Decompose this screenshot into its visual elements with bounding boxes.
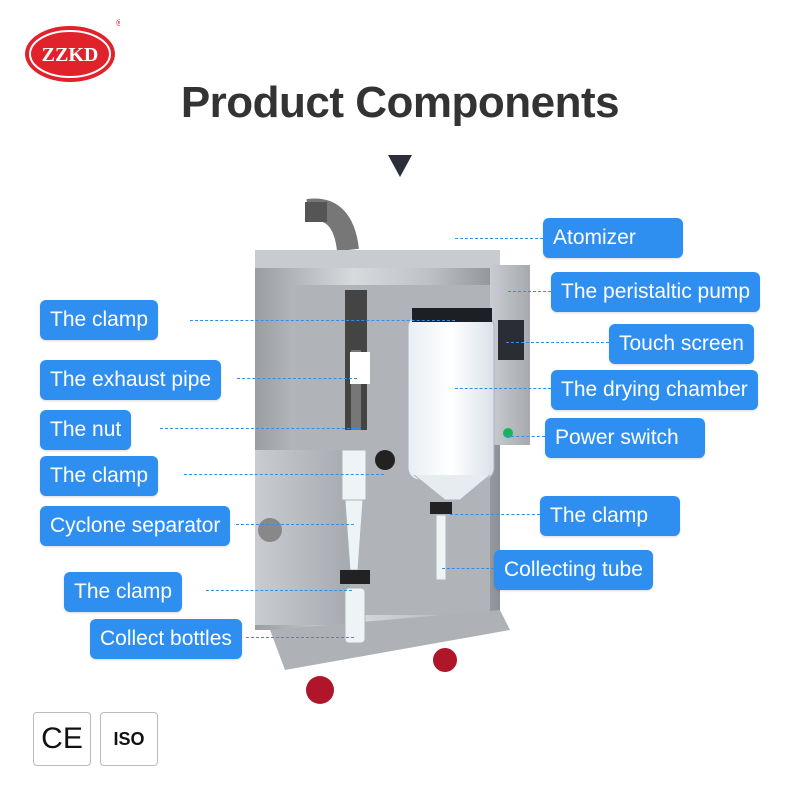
zzkd-logo: ZZKD ®: [25, 18, 120, 82]
label-nut: The nut: [40, 410, 132, 450]
label-atomizer: Atomizer: [543, 218, 683, 258]
leader-line: [190, 320, 455, 321]
label-power-switch: Power switch: [545, 418, 705, 458]
label-exhaust-pipe: The exhaust pipe: [40, 360, 222, 400]
leader-line: [206, 590, 352, 591]
label-collect-bottles: Collect bottles: [90, 619, 242, 659]
leader-line: [450, 514, 540, 515]
svg-text:ZZKD: ZZKD: [42, 44, 99, 66]
leader-line: [237, 378, 357, 379]
leader-line: [455, 388, 551, 389]
leader-line: [455, 238, 543, 239]
label-cyclone-separator: Cyclone separator: [40, 506, 231, 546]
leader-line: [506, 342, 609, 343]
page-title: Product Components: [180, 78, 620, 127]
label-peristaltic-pump: The peristaltic pump: [551, 272, 761, 312]
leader-line: [508, 291, 551, 292]
label-clamp-right: The clamp: [540, 496, 680, 536]
label-clamp-mid: The clamp: [40, 456, 159, 496]
label-clamp-bottom: The clamp: [64, 572, 183, 612]
leader-line: [246, 637, 354, 638]
label-touch-screen: Touch screen: [609, 324, 754, 364]
down-arrow-icon: [388, 155, 412, 177]
leader-line: [506, 436, 545, 437]
label-drying-chamber: The drying chamber: [551, 370, 758, 410]
svg-text:®: ®: [116, 18, 120, 28]
label-collecting-tube: Collecting tube: [494, 550, 653, 590]
iso-mark-icon: ISO: [100, 712, 158, 766]
spray-dryer-illustration: [255, 198, 530, 704]
leader-line: [442, 568, 494, 569]
leader-line: [236, 524, 354, 525]
leader-line: [160, 428, 360, 429]
leader-line: [184, 474, 384, 475]
ce-mark-icon: CE: [33, 712, 91, 766]
label-clamp-top: The clamp: [40, 300, 159, 340]
